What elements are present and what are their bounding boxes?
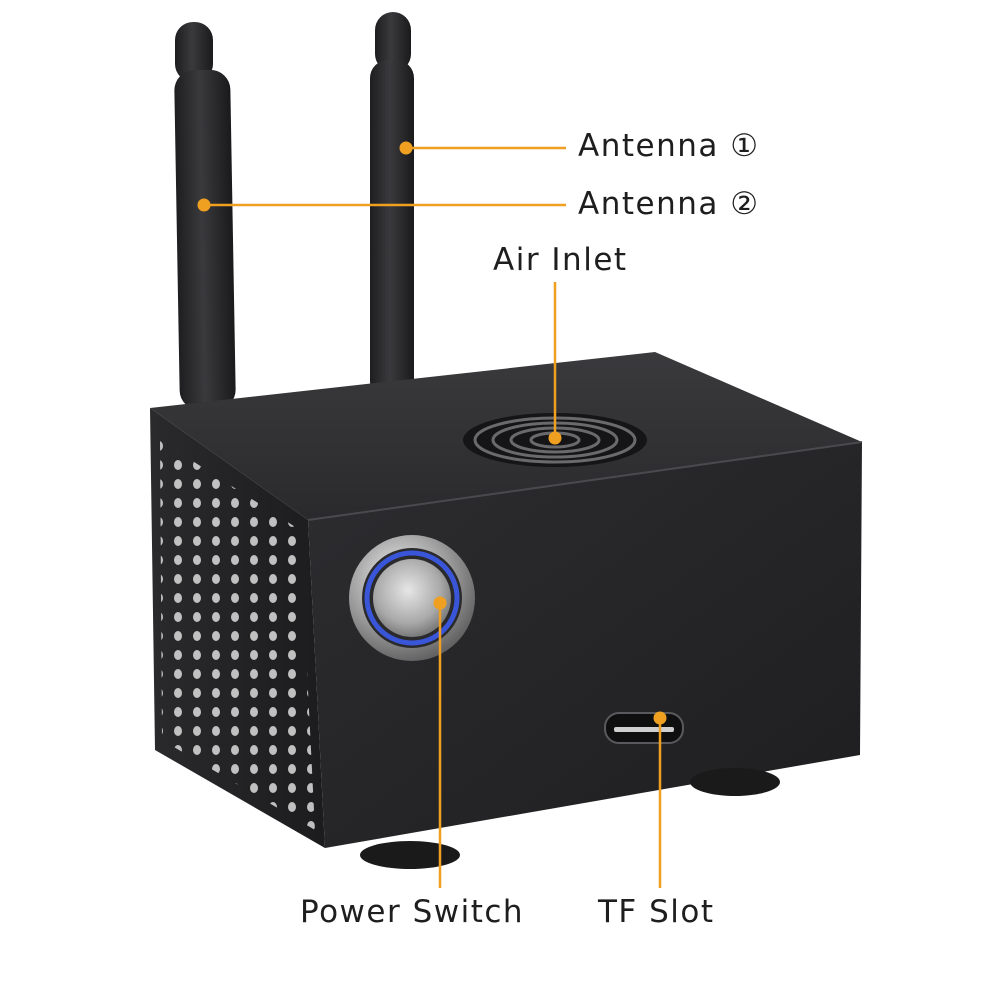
foot-front-left xyxy=(360,841,460,869)
foot-front-right xyxy=(690,768,780,796)
callout-dots xyxy=(197,141,667,725)
power-switch-label: Power Switch xyxy=(300,894,525,930)
power-switch-icon xyxy=(349,535,475,661)
tf-slot-label: TF Slot xyxy=(598,894,715,930)
tf-slot-icon xyxy=(604,712,684,744)
antenna-2-icon xyxy=(174,22,236,411)
case-side-vents xyxy=(150,408,325,848)
air-inlet-label: Air Inlet xyxy=(493,242,628,278)
callout-lines xyxy=(204,146,662,888)
antenna-1-label: Antenna ① xyxy=(578,128,760,164)
case-front xyxy=(308,442,862,848)
antenna-2-label: Antenna ② xyxy=(578,186,760,222)
